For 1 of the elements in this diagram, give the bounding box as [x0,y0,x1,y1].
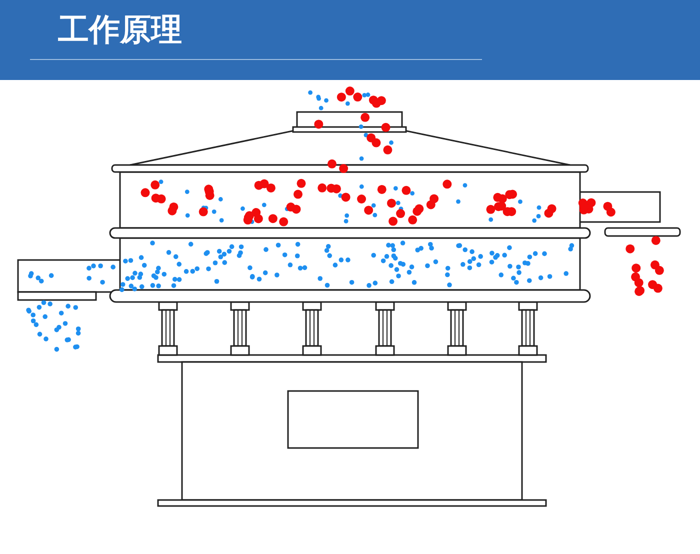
title: 工作原理 [58,11,182,50]
